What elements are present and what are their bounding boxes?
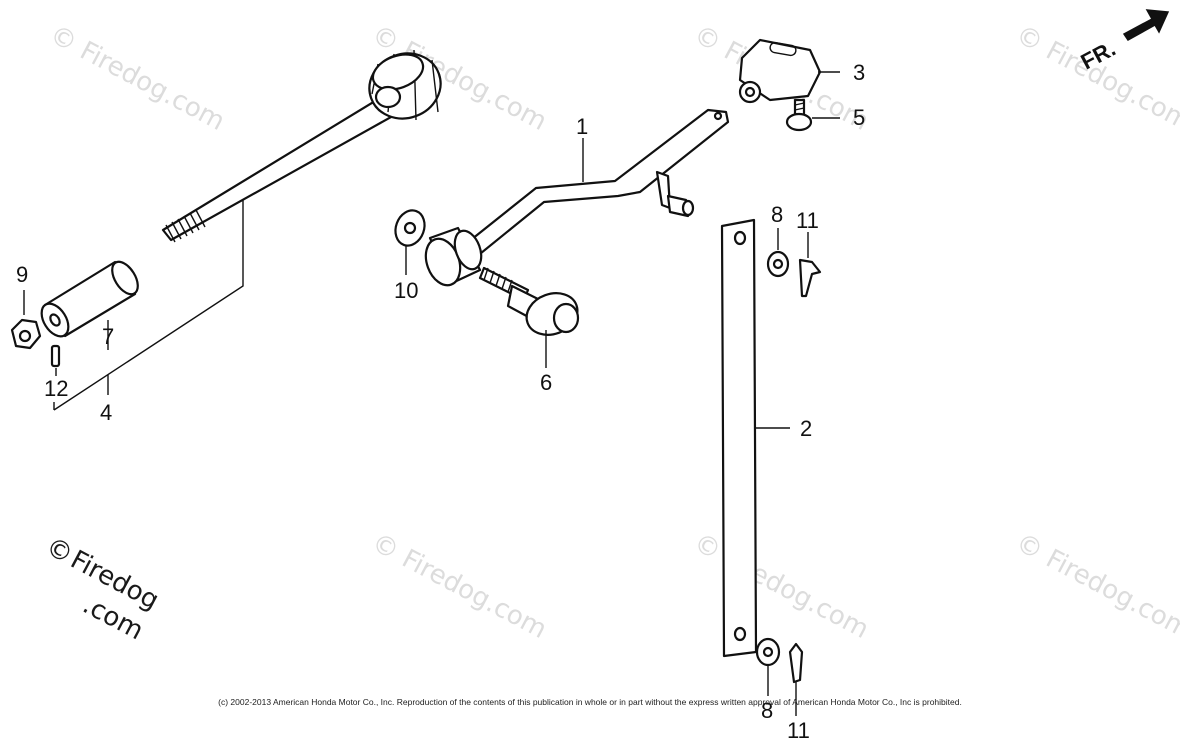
callout-8-lower: 8 — [761, 698, 773, 723]
copyright-notice: (c) 2002-2013 American Honda Motor Co., … — [218, 697, 962, 707]
part-cotter-pin-lower — [788, 642, 804, 684]
part-lever-arm — [424, 108, 730, 287]
watermark: © Firedog.com — [45, 20, 230, 137]
callout-11-upper: 11 — [796, 208, 819, 233]
part-cotter-pin-upper — [798, 258, 822, 298]
part-screw — [785, 98, 813, 132]
callout-4: 4 — [100, 400, 112, 425]
part-bolt — [478, 266, 580, 336]
arrow-icon — [1122, 9, 1170, 41]
watermark: © Firedog.com — [1011, 528, 1180, 645]
callout-9: 9 — [16, 262, 28, 287]
callout-6: 6 — [540, 370, 552, 395]
direction-indicator: FR. — [1077, 9, 1170, 74]
part-washer-8-lower — [755, 637, 781, 667]
watermark-main: © Firedog .com — [41, 532, 164, 647]
callout-5: 5 — [853, 105, 865, 130]
part-washer-10 — [394, 209, 426, 247]
watermark: © Firedog.com — [689, 528, 874, 645]
callout-3: 3 — [853, 60, 865, 85]
watermark-layer: © Firedog.com © Firedog.com © Firedog.co… — [45, 20, 1180, 645]
callout-10: 10 — [394, 278, 418, 303]
callout-11-lower: 11 — [787, 718, 810, 743]
part-washer-8-upper — [766, 250, 790, 278]
callout-7: 7 — [102, 324, 114, 349]
watermark: © Firedog.com — [1011, 20, 1180, 137]
watermark: © Firedog.com — [367, 528, 552, 645]
part-clip-block — [738, 38, 822, 104]
callout-2: 2 — [800, 416, 812, 441]
part-knob-rod — [161, 49, 442, 243]
part-sleeve — [40, 260, 139, 338]
leader-lines-4 — [23, 200, 244, 411]
part-pin — [50, 344, 61, 368]
part-link-bar — [720, 218, 758, 658]
callout-labels: 1 2 3 4 5 6 7 8 8 9 10 11 11 12 — [16, 60, 865, 743]
callout-12: 12 — [44, 376, 68, 401]
rod-thread — [165, 209, 206, 243]
part-nut — [10, 318, 42, 350]
callout-8-upper: 8 — [771, 202, 783, 227]
callout-1: 1 — [576, 114, 588, 139]
